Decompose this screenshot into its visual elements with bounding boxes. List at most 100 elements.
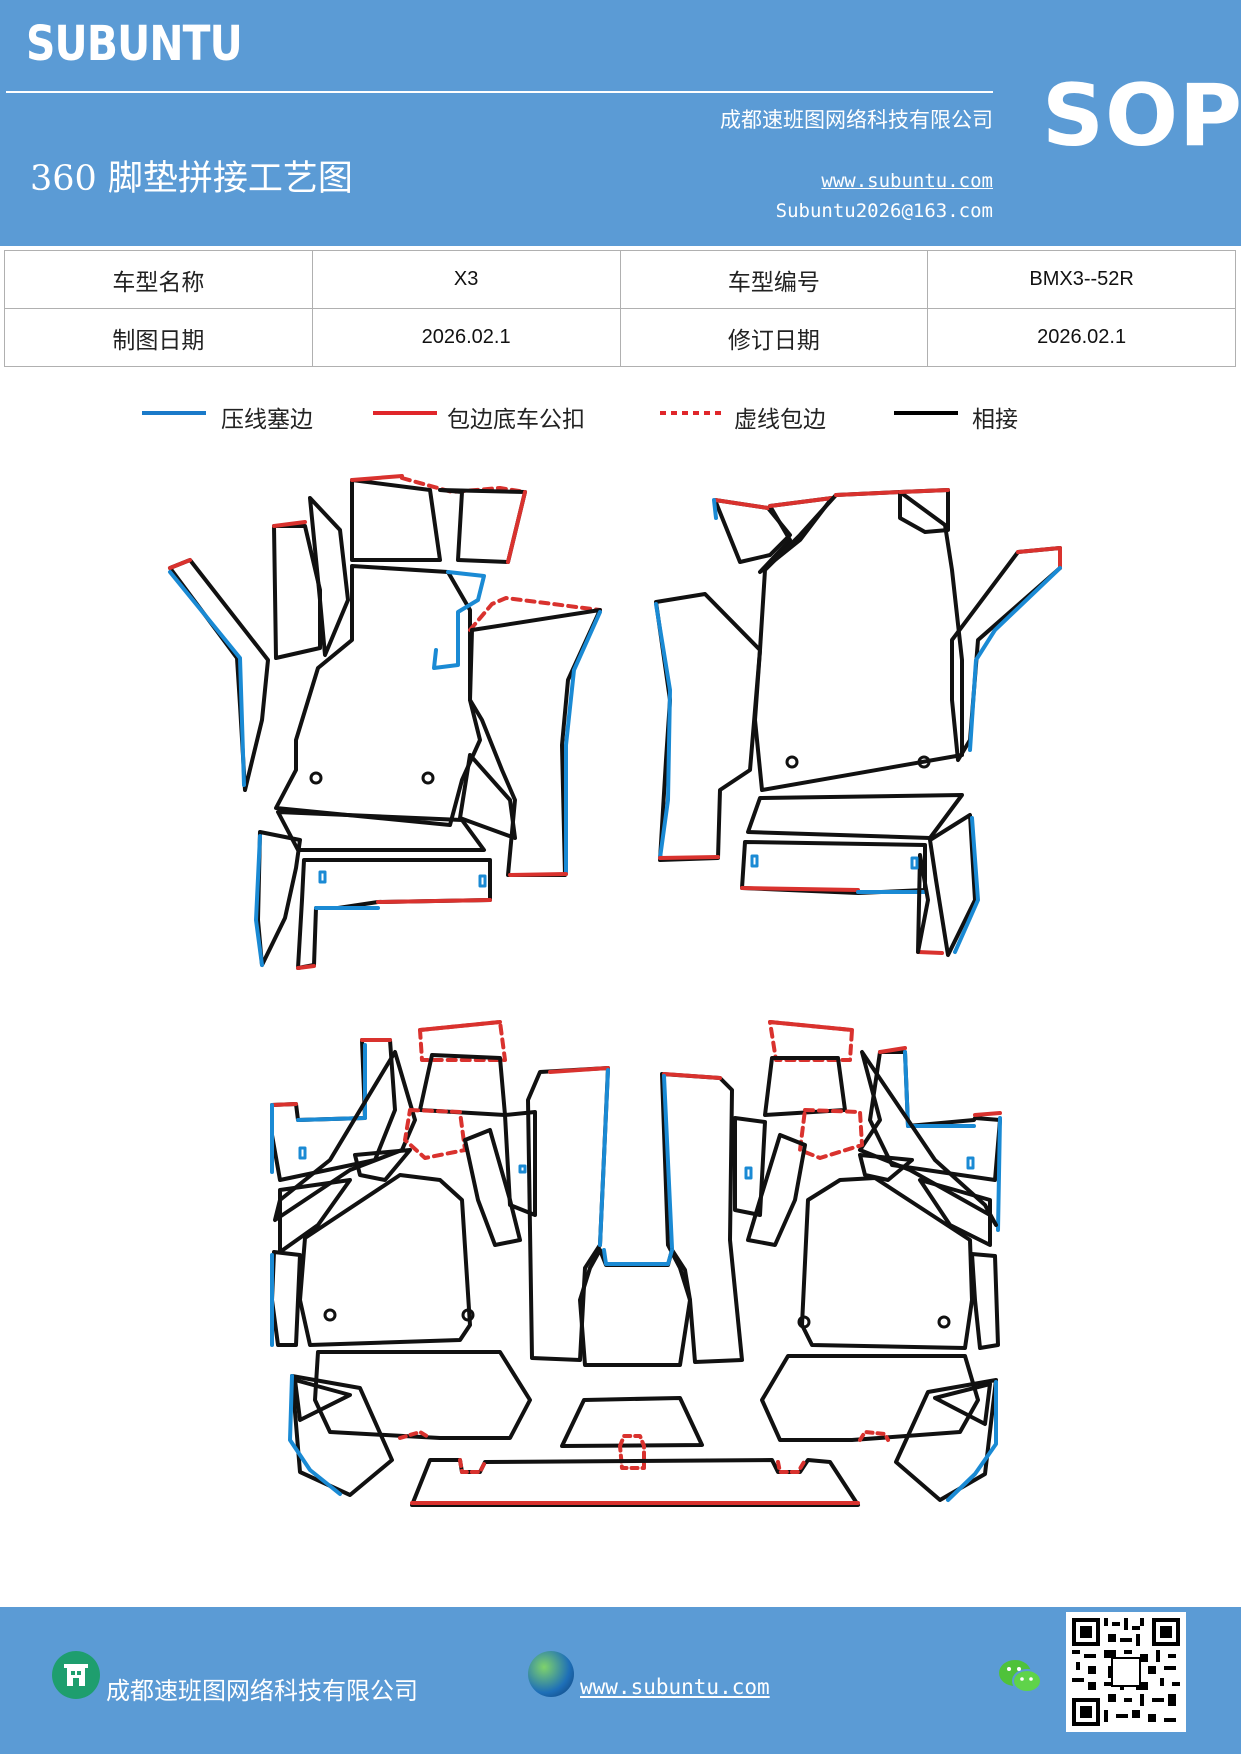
front-right-mat-group <box>654 488 1062 957</box>
mat-piece <box>438 488 527 564</box>
mat-edge-blue <box>968 566 1062 752</box>
mat-piece <box>274 564 482 827</box>
mat-edge-red-dashed <box>618 1434 646 1470</box>
mat-edge-red <box>898 488 950 494</box>
hole-slot <box>966 1156 975 1170</box>
mat-piece <box>403 1108 467 1160</box>
mat-piece <box>560 1396 704 1448</box>
sop-badge: SOP <box>1042 66 1241 166</box>
mat-piece <box>654 592 762 862</box>
footer-banner: 成都速班图网络科技有限公司 www.subuntu.com <box>0 1607 1241 1754</box>
mat-piece <box>800 1176 974 1350</box>
mat-edge-red <box>350 474 404 482</box>
mat-edge-red <box>270 1102 298 1107</box>
grommet-hole <box>421 771 435 785</box>
mat-piece <box>740 840 927 895</box>
mat-edge-red <box>973 1111 1002 1117</box>
mat-piece <box>928 813 977 957</box>
rear-right-mat-group <box>733 1020 1002 1350</box>
mat-piece <box>746 793 964 840</box>
mat-piece <box>578 1248 692 1367</box>
mat-edge-blue <box>712 498 718 520</box>
header-website-link[interactable]: www.subuntu.com <box>821 170 993 192</box>
mat-piece <box>308 496 350 657</box>
mat-piece <box>468 608 602 877</box>
mat-edge-blue <box>254 834 264 967</box>
revision-date-value: 2026.02.1 <box>927 308 1236 367</box>
rear-center-mat-group <box>526 1066 744 1367</box>
header-email[interactable]: Subuntu2026@163.com <box>775 200 993 222</box>
mat-piece <box>270 1250 302 1347</box>
mat-piece <box>753 490 964 792</box>
legend-swatch-red-dashed <box>660 411 724 415</box>
mat-edge-red <box>713 498 770 510</box>
mat-piece <box>660 1072 744 1364</box>
model-name-label: 车型名称 <box>4 250 313 309</box>
mat-edge-red-dashed <box>468 596 602 632</box>
mat-edge-blue <box>168 570 246 787</box>
mat-edge-red <box>548 1066 610 1074</box>
mat-piece <box>296 858 492 970</box>
mat-edge-blue <box>953 816 980 954</box>
mat-edge-red <box>658 855 720 860</box>
mat-edge-red <box>878 1046 907 1054</box>
hole-slot <box>750 854 759 868</box>
mat-edge-red <box>508 872 568 877</box>
mat-edge-red <box>768 1020 854 1032</box>
mat-piece <box>418 1053 507 1117</box>
mat-edge-red-dashed <box>776 1460 806 1474</box>
mat-edge-blue <box>996 1116 1002 1232</box>
grommet-hole <box>785 755 799 769</box>
mat-edge-red-dashed <box>858 1430 890 1442</box>
grommet-hole <box>797 1315 811 1329</box>
hole-slot <box>518 1164 527 1174</box>
mat-piece <box>916 853 930 954</box>
footer-company: 成都速班图网络科技有限公司 <box>106 1677 418 1705</box>
legend-label: 包边底车公扣 <box>447 407 585 433</box>
mat-edge-red-dashed <box>398 1430 432 1440</box>
legend-label: 压线塞边 <box>221 407 313 433</box>
mat-piece <box>418 1020 507 1062</box>
footer-website-link[interactable]: www.subuntu.com <box>580 1675 770 1699</box>
legend-swatch-red <box>373 411 437 415</box>
grommet-hole <box>461 1308 475 1322</box>
mat-edge-blue <box>564 610 602 876</box>
table-row: 车型名称 X3 车型编号 BMX3--52R <box>4 250 1236 309</box>
hole-slot <box>910 856 919 870</box>
mat-piece <box>458 753 517 840</box>
page-title: 360 脚垫拼接工艺图 <box>30 159 353 199</box>
grommet-hole <box>309 771 323 785</box>
revision-date-label: 修订日期 <box>619 308 929 367</box>
header-divider <box>6 91 993 93</box>
brand-logo: SUBUNTU <box>26 16 243 72</box>
mat-edge-red <box>768 496 834 508</box>
mat-edge-red <box>834 490 902 497</box>
qr-code[interactable] <box>1066 1612 1186 1732</box>
grommet-hole <box>323 1308 337 1322</box>
legend-label: 虚线包边 <box>734 407 826 433</box>
bottom-mat-group <box>288 1350 998 1507</box>
grommet-hole <box>937 1315 951 1329</box>
hole-slot <box>744 1166 753 1180</box>
mat-piece <box>950 546 1062 762</box>
mat-piece <box>313 1350 532 1440</box>
mat-piece <box>278 1178 352 1254</box>
mat-edge-blue <box>654 602 672 860</box>
mat-piece <box>168 558 270 792</box>
draw-date-label: 制图日期 <box>4 308 313 367</box>
mat-piece <box>298 1173 472 1347</box>
mat-piece <box>353 1148 412 1182</box>
legend-swatch-blue <box>142 411 206 415</box>
legend-label: 相接 <box>972 407 1018 433</box>
mat-piece <box>970 1252 1000 1350</box>
info-table: 车型名称 X3 车型编号 BMX3--52R 制图日期 2026.02.1 修订… <box>4 250 1236 367</box>
mat-edge-blue <box>296 1043 367 1122</box>
mat-edge-red <box>418 1020 502 1032</box>
wechat-icon[interactable] <box>996 1657 1044 1697</box>
mat-edge-blue <box>288 1374 342 1496</box>
mat-piece <box>463 1128 522 1247</box>
mat-piece <box>276 810 486 852</box>
hole-slot <box>478 874 487 888</box>
mat-edge-red <box>296 964 316 970</box>
grommet-hole <box>917 755 931 769</box>
